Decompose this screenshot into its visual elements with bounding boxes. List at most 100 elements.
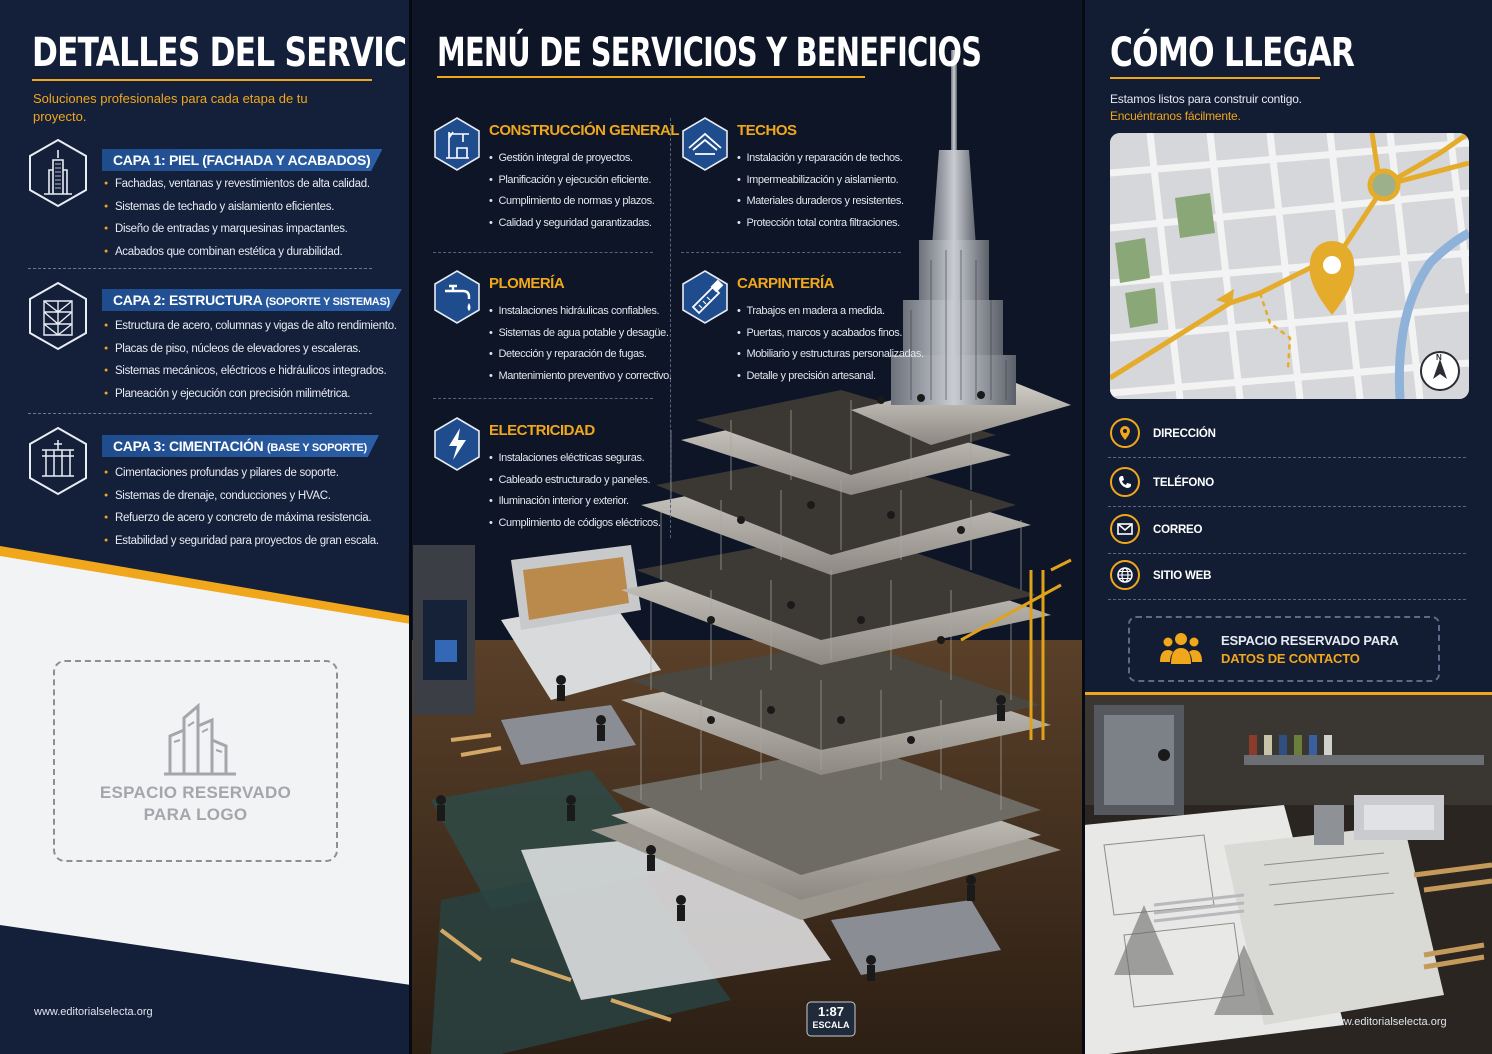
layer-title-suffix: (SOPORTE Y SISTEMAS)	[265, 296, 390, 308]
bullet-item: Cumplimiento de normas y plazos.	[489, 191, 654, 213]
layer-bullets: Estructura de acero, columnas y vigas de…	[104, 316, 397, 406]
location-pin-icon	[1110, 418, 1140, 448]
bullet-item: Sistemas de drenaje, conducciones y HVAC…	[104, 486, 379, 509]
bullet-item: Instalaciones hidráulicas confiables.	[489, 301, 672, 323]
bullet-item: Instalación y reparación de techos.	[737, 148, 904, 170]
bullet-item: Instalaciones eléctricas seguras.	[489, 448, 661, 470]
location-map[interactable]: N	[1110, 133, 1469, 399]
layer-title-text: CAPA 3: CIMENTACIÓN	[113, 438, 267, 454]
map-graphic	[1110, 133, 1469, 399]
fold-line	[1082, 0, 1085, 1054]
section-divider	[433, 398, 653, 399]
service-title: PLOMERÍA	[489, 275, 565, 292]
construction-model-illustration	[411, 50, 1084, 1054]
saw-icon	[682, 270, 728, 324]
globe-icon	[1110, 560, 1140, 590]
service-title: ELECTRICIDAD	[489, 422, 595, 439]
section-divider	[28, 413, 372, 414]
section-divider	[681, 252, 901, 253]
bullet-item: Materiales duraderos y resistentes.	[737, 191, 904, 213]
bullet-item: Trabajos en madera a medida.	[737, 301, 924, 323]
bullet-item: Puertas, marcos y acabados finos.	[737, 323, 924, 345]
layer-title-text: CAPA 1: PIEL (FACHADA Y ACABADOS)	[113, 152, 371, 168]
bullet-item: Fachadas, ventanas y revestimientos de a…	[104, 174, 370, 197]
layer-title: CAPA 3: CIMENTACIÓN (BASE Y SOPORTE)	[102, 435, 379, 457]
layer-title: CAPA 1: PIEL (FACHADA Y ACABADOS)	[102, 149, 383, 171]
fold-line	[409, 0, 412, 1054]
foundation-icon	[29, 426, 87, 496]
footer-url[interactable]: www.editorialselecta.org	[1328, 1016, 1447, 1028]
bullet-item: Diseño de entradas y marquesinas impacta…	[104, 219, 370, 242]
workshop-photo	[1084, 692, 1492, 1054]
placeholder-line: DATOS DE CONTACTO	[1221, 651, 1360, 666]
contact-label: SITIO WEB	[1153, 570, 1212, 582]
title-underline	[437, 76, 865, 78]
bullet-item: Cumplimiento de códigos eléctricos.	[489, 513, 660, 535]
logo-placeholder: ESPACIO RESERVADO PARA LOGO	[53, 660, 338, 862]
bullet-item: Sistemas mecánicos, eléctricos e hidrául…	[104, 361, 397, 384]
panel-title: CÓMO LLEGAR	[1110, 30, 1355, 76]
layer-title-suffix: (BASE Y SOPORTE)	[266, 442, 367, 454]
bullet-item: Cableado estructurado y paneles.	[489, 470, 661, 492]
layer-bullets: Fachadas, ventanas y revestimientos de a…	[104, 174, 370, 264]
contact-placeholder-box: ESPACIO RESERVADO PARA DATOS DE CONTACTO	[1128, 616, 1440, 682]
section-divider	[28, 268, 372, 269]
bullet-item: Planificación y ejecución eficiente.	[489, 170, 654, 192]
workshop-illustration	[1084, 695, 1492, 1054]
envelope-icon	[1110, 514, 1140, 544]
bullet-item: Calidad y seguridad garantizadas.	[489, 213, 654, 235]
bullet-item: Mantenimiento preventivo y correctivo.	[489, 366, 672, 388]
bullet-item: Sistemas de agua potable y desagüe.	[489, 323, 672, 345]
buildings-logo-icon	[164, 702, 236, 776]
how-to-arrive-panel: CÓMO LLEGAR Estamos listos para construi…	[1084, 0, 1492, 1054]
bullet-item: Gestión integral de proyectos.	[489, 148, 654, 170]
footer-url[interactable]: www.editorialselecta.org	[34, 1006, 153, 1018]
service-details-panel: DETALLES DEL SERVICIO Soluciones profesi…	[0, 0, 411, 1054]
bullet-item: Sistemas de techado y aislamiento eficie…	[104, 197, 370, 220]
lightning-icon	[434, 417, 480, 471]
bullet-item: Cimentaciones profundas y pilares de sop…	[104, 463, 379, 486]
section-divider	[433, 252, 653, 253]
bullet-item: Iluminación interior y exterior.	[489, 491, 661, 513]
service-title: CARPINTERÍA	[737, 275, 835, 292]
contact-phone[interactable]: TELÉFONO	[1108, 467, 1466, 507]
service-bullets: Trabajos en madera a medida. Puertas, ma…	[737, 301, 924, 387]
services-menu-panel: 1:87 ESCALA MENÚ DE SERVICIOS Y BENEFICI…	[411, 0, 1084, 1054]
service-bullets: Instalaciones hidráulicas confiables. Si…	[489, 301, 672, 387]
bullet-item: Refuerzo de acero y concreto de máxima r…	[104, 508, 379, 531]
placeholder-line: ESPACIO RESERVADO PARA	[1221, 633, 1399, 648]
contact-website[interactable]: SITIO WEB	[1108, 560, 1466, 600]
compass-north-label: N	[1436, 353, 1442, 362]
bullet-item: Planeación y ejecución con precisión mil…	[104, 384, 397, 407]
bullet-item: Estructura de acero, columnas y vigas de…	[104, 316, 397, 339]
logo-placeholder-line: ESPACIO RESERVADO	[99, 783, 292, 802]
bullet-item: Detalle y precisión artesanal.	[737, 366, 924, 388]
title-underline	[32, 79, 372, 81]
panel-subtitle-accent: Encuéntranos fácilmente.	[1110, 109, 1241, 123]
bullet-item: Mobiliario y estructuras personalizadas.	[737, 344, 924, 366]
scale-ratio: 1:87	[817, 1004, 845, 1019]
scale-caption: ESCALA	[812, 1020, 850, 1030]
layer-bullets: Cimentaciones profundas y pilares de sop…	[104, 463, 379, 553]
roof-icon	[682, 117, 728, 171]
logo-placeholder-line: PARA LOGO	[143, 805, 248, 824]
contact-label: DIRECCIÓN	[1153, 428, 1216, 440]
contact-email[interactable]: CORREO	[1108, 514, 1466, 554]
service-bullets: Instalaciones eléctricas seguras. Cablea…	[489, 448, 661, 535]
frame-structure-icon	[29, 281, 87, 351]
panel-subtitle: Estamos listos para construir contigo.	[1110, 92, 1302, 106]
phone-icon	[1110, 467, 1140, 497]
bullet-item: Estabilidad y seguridad para proyectos d…	[104, 531, 379, 554]
skyscraper-icon	[29, 138, 87, 208]
bullet-item: Acabados que combinan estética y durabil…	[104, 242, 370, 265]
service-title: CONSTRUCCIÓN GENERAL	[489, 122, 680, 139]
layer-title-text: CAPA 2: ESTRUCTURA	[113, 292, 266, 308]
service-bullets: Gestión integral de proyectos. Planifica…	[489, 148, 654, 234]
bullet-item: Detección y reparación de fugas.	[489, 344, 672, 366]
crane-icon	[434, 117, 480, 171]
contact-address[interactable]: DIRECCIÓN	[1108, 418, 1466, 458]
layer-title: CAPA 2: ESTRUCTURA (SOPORTE Y SISTEMAS)	[102, 289, 402, 311]
panel-title: MENÚ DE SERVICIOS Y BENEFICIOS	[437, 30, 982, 76]
contact-label: CORREO	[1153, 524, 1203, 536]
faucet-icon	[434, 270, 480, 324]
